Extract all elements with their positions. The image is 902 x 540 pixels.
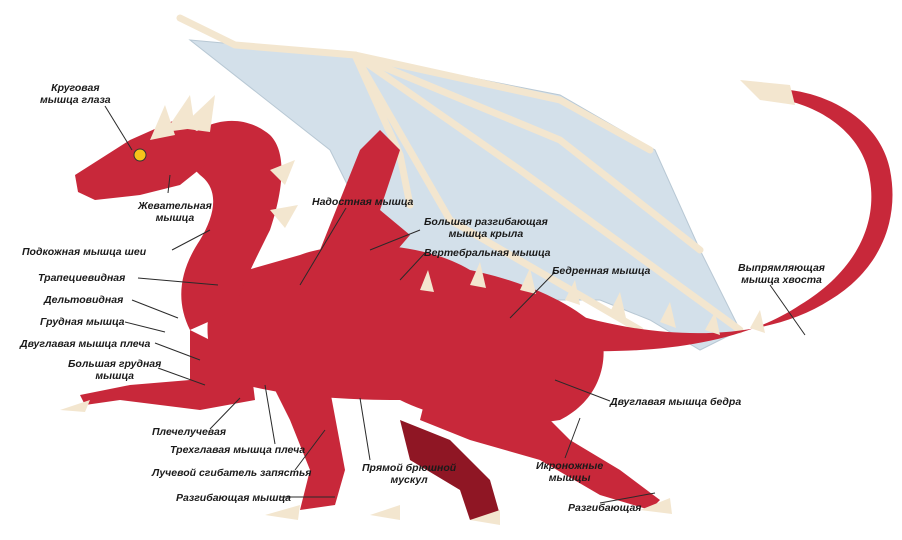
label-wing-extensor: Большая разгибающая мышца крыла [424,216,548,240]
label-wrist-flexor: Лучевой сгибатель запястья [152,467,311,479]
label-deltoid: Дельтовидная [44,294,123,306]
label-rectus-abdominis-line2: мускул [362,474,456,486]
label-brachioradialis: Плечелучевая [152,426,226,438]
label-eye-muscle: Круговая мышца глаза [40,82,111,106]
label-pectoral-major-line2: мышца [68,370,161,382]
label-trapezius: Трапециевидная [38,272,125,284]
label-masseter-line2: мышца [138,212,212,224]
label-tail-extensor-line2: мышца хвоста [738,274,825,286]
label-rectus-abdominis-line1: Прямой брюшной [362,462,456,474]
label-forearm-extensor: Разгибающая мышца [176,492,291,504]
label-pectoral-major: Большая грудная мышца [68,358,161,382]
label-neck-subcutaneous: Подкожная мышца шеи [22,246,146,258]
label-masseter-line1: Жевательная [138,200,212,212]
label-wing-extensor-line1: Большая разгибающая [424,216,548,228]
label-tail-extensor: Выпрямляющая мышца хвоста [738,262,825,286]
label-rectus-abdominis: Прямой брюшной мускул [362,462,456,486]
eye [134,149,146,161]
label-eye-muscle-line2: мышца глаза [40,94,111,106]
label-calf-line2: мышцы [536,472,603,484]
label-hind-extensor: Разгибающая [568,502,641,514]
label-supraspinatus: Надостная мышца [312,196,413,208]
label-biceps: Двуглавая мышца плеча [20,338,150,350]
label-calf: Икроножные мышцы [536,460,603,484]
tail-tip [740,80,795,105]
label-tail-extensor-line1: Выпрямляющая [738,262,825,274]
label-triceps: Трехглавая мышца плеча [170,444,305,456]
label-calf-line1: Икроножные [536,460,603,472]
label-pectoral-major-line1: Большая грудная [68,358,161,370]
label-masseter: Жевательная мышца [138,200,212,224]
label-femoral: Бедренная мышца [552,265,650,277]
label-pectoral: Грудная мышца [40,316,125,328]
label-eye-muscle-line1: Круговая [40,82,111,94]
label-vertebral: Вертебральная мышца [424,247,551,259]
label-wing-extensor-line2: мышца крыла [424,228,548,240]
label-biceps-femoris: Двуглавая мышца бедра [610,396,741,408]
